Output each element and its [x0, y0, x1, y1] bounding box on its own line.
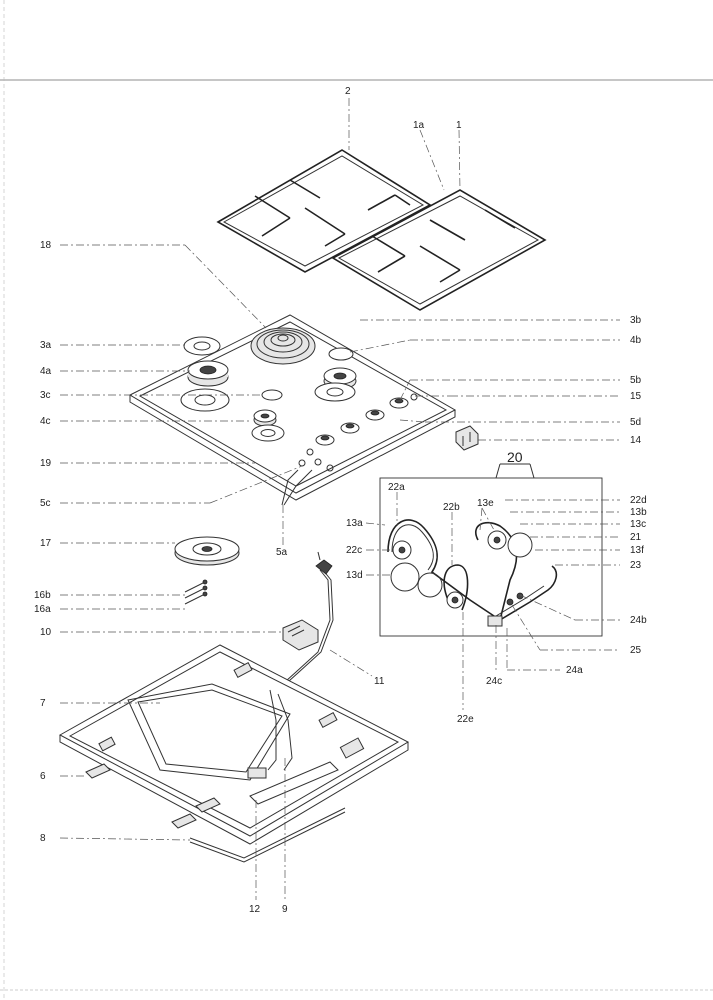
label-22a: 22a	[388, 482, 405, 493]
label-3c: 3c	[40, 390, 51, 401]
feet-6	[85, 763, 221, 829]
label-13e: 13e	[477, 498, 494, 509]
label-11: 11	[374, 676, 385, 687]
label-21: 21	[630, 532, 642, 543]
detail-frame-20	[379, 477, 603, 637]
bottom-casing-7	[58, 644, 410, 845]
label-4a: 4a	[40, 366, 52, 377]
label-10: 10	[40, 627, 52, 638]
gas-valve-assembly	[387, 519, 558, 627]
label-23: 23	[630, 560, 642, 571]
label-16b: 16b	[34, 590, 51, 601]
pan-support-grid-1	[331, 189, 547, 311]
clip-14	[455, 425, 479, 451]
label-4b: 4b	[630, 335, 642, 346]
control-knobs	[281, 393, 418, 506]
label-12: 12	[249, 904, 261, 915]
label-1: 1	[456, 120, 462, 131]
label-25: 25	[630, 645, 642, 656]
label-5b: 5b	[630, 375, 642, 386]
pan-support-grid-2	[216, 149, 432, 273]
seal-strip-8	[189, 807, 346, 863]
label-14: 14	[630, 435, 642, 446]
label-18: 18	[40, 240, 52, 251]
label-13b: 13b	[630, 507, 647, 518]
label-24c: 24c	[486, 676, 502, 687]
electric-hotplate-18	[250, 327, 316, 365]
label-13f: 13f	[630, 545, 644, 556]
burner-cap-3b	[328, 347, 354, 361]
label-16a: 16a	[34, 604, 51, 615]
burner-4a	[187, 360, 229, 387]
label-6: 6	[40, 771, 46, 782]
label-24b: 24b	[630, 615, 647, 626]
label-22b: 22b	[443, 502, 460, 513]
label-19: 19	[40, 458, 52, 469]
label-15: 15	[630, 391, 642, 402]
internal-wires	[267, 689, 293, 771]
label-8: 8	[40, 833, 46, 844]
label-22c: 22c	[346, 545, 362, 556]
label-20: 20	[507, 449, 523, 465]
label-7: 7	[40, 698, 46, 709]
label-4c: 4c	[40, 416, 51, 427]
label-24a: 24a	[566, 665, 583, 676]
label-22e: 22e	[457, 714, 474, 725]
burner-cap-3c	[261, 389, 283, 401]
burner-cap-3a	[183, 336, 221, 356]
label-9: 9	[282, 904, 288, 915]
label-2: 2	[345, 86, 351, 97]
burner-seat-front	[251, 424, 285, 442]
hob-top-plate	[128, 314, 457, 501]
screws-16	[184, 579, 208, 605]
mains-cable-11	[275, 551, 334, 691]
callout-labels: 2 1a 1 18 3a 4a 3c 4c 19 5c 5a 17 16b 16…	[34, 86, 647, 915]
burner-seat-left	[180, 388, 230, 412]
label-13d: 13d	[346, 570, 363, 581]
label-17: 17	[40, 538, 52, 549]
label-1a: 1a	[413, 120, 425, 131]
label-5c: 5c	[40, 498, 51, 509]
hotplate-bowl-17	[174, 536, 240, 566]
label-5a: 5a	[276, 547, 288, 558]
label-3a: 3a	[40, 340, 52, 351]
label-13a: 13a	[346, 518, 363, 529]
label-13c: 13c	[630, 519, 646, 530]
burner-4c	[253, 409, 277, 427]
label-5d: 5d	[630, 417, 641, 428]
burner-seat-right	[314, 382, 356, 402]
terminal-box-10	[282, 619, 319, 651]
leader-lines	[59, 98, 620, 900]
label-3b: 3b	[630, 315, 642, 326]
label-22d: 22d	[630, 495, 647, 506]
